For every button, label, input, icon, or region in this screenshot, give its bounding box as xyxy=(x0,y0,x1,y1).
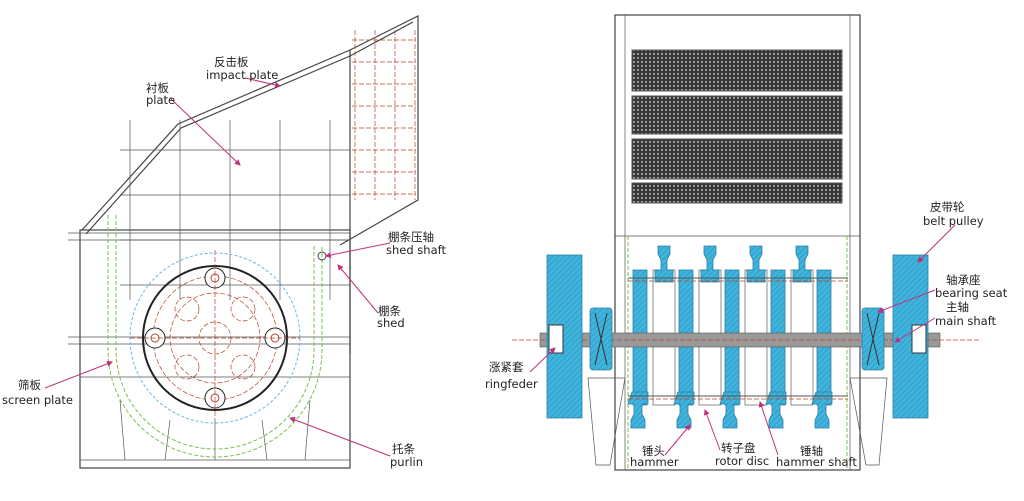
hammer-shaft-label-en: hammer shaft xyxy=(776,455,857,469)
shed-label-en: shed xyxy=(377,316,405,330)
screen-plate-label-en: screen plate xyxy=(2,393,73,407)
rotor-disc-label-zh: 转子盘 xyxy=(721,441,756,455)
purlin-label-en: purlin xyxy=(390,455,423,469)
hammer xyxy=(719,391,741,429)
main-shaft-label-zh: 主轴 xyxy=(946,300,969,314)
hammer xyxy=(746,245,766,283)
screen-plate-label-zh: 筛板 xyxy=(18,378,41,392)
grating-panels xyxy=(631,49,843,204)
hammer xyxy=(627,391,649,429)
purlin-label-zh: 托条 xyxy=(392,442,415,456)
belt-pulley-label-zh: 皮带轮 xyxy=(930,200,965,214)
shed-shaft-label-en: shed shaft xyxy=(386,243,446,257)
side-view-callouts xyxy=(44,77,391,457)
bearing-seat-label-zh: 轴承座 xyxy=(946,273,981,287)
ringfeder-label-zh: 涨紧套 xyxy=(489,360,524,374)
side-view: 反击板 impact plate 衬板 plate 棚条压轴 shed shaf… xyxy=(2,15,446,469)
housing-frame xyxy=(68,15,419,469)
hammer-shaft-label-zh: 锤轴 xyxy=(800,444,823,458)
impact-plate-label-zh: 反击板 xyxy=(214,55,249,69)
plate-label-en: plate xyxy=(146,93,175,107)
plate-label-zh: 衬板 xyxy=(146,81,169,95)
front-view: 皮带轮 belt pulley 轴承座 bearing seat 主轴 main… xyxy=(485,14,1008,471)
shed-label-zh: 棚条 xyxy=(378,304,401,318)
impact-plate-label-en: impact plate xyxy=(206,68,278,82)
hammer xyxy=(811,391,833,429)
bearing-seats xyxy=(589,307,885,371)
hammer xyxy=(792,245,812,283)
front-frame xyxy=(587,14,888,471)
rotor xyxy=(130,250,327,420)
bearing-seat-label-en: bearing seat xyxy=(935,286,1008,300)
shed-shaft-label-zh: 棚条压轴 xyxy=(388,230,434,244)
hammer-label-zh: 锤头 xyxy=(642,444,665,458)
hammer-label-en: hammer xyxy=(630,455,679,469)
liner-plate-grid xyxy=(120,30,416,300)
main-shaft-label-en: main shaft xyxy=(935,314,997,328)
hammer xyxy=(654,245,674,283)
hammer xyxy=(765,391,787,429)
rotor-disc-label-en: rotor disc xyxy=(715,454,769,468)
ringfeder-label-en: ringfeder xyxy=(485,377,538,391)
hammer xyxy=(700,245,720,283)
hammer xyxy=(673,391,695,429)
belt-pulley-label-en: belt pulley xyxy=(923,214,984,228)
front-view-callouts xyxy=(529,224,956,456)
belt-pulleys xyxy=(546,254,929,419)
